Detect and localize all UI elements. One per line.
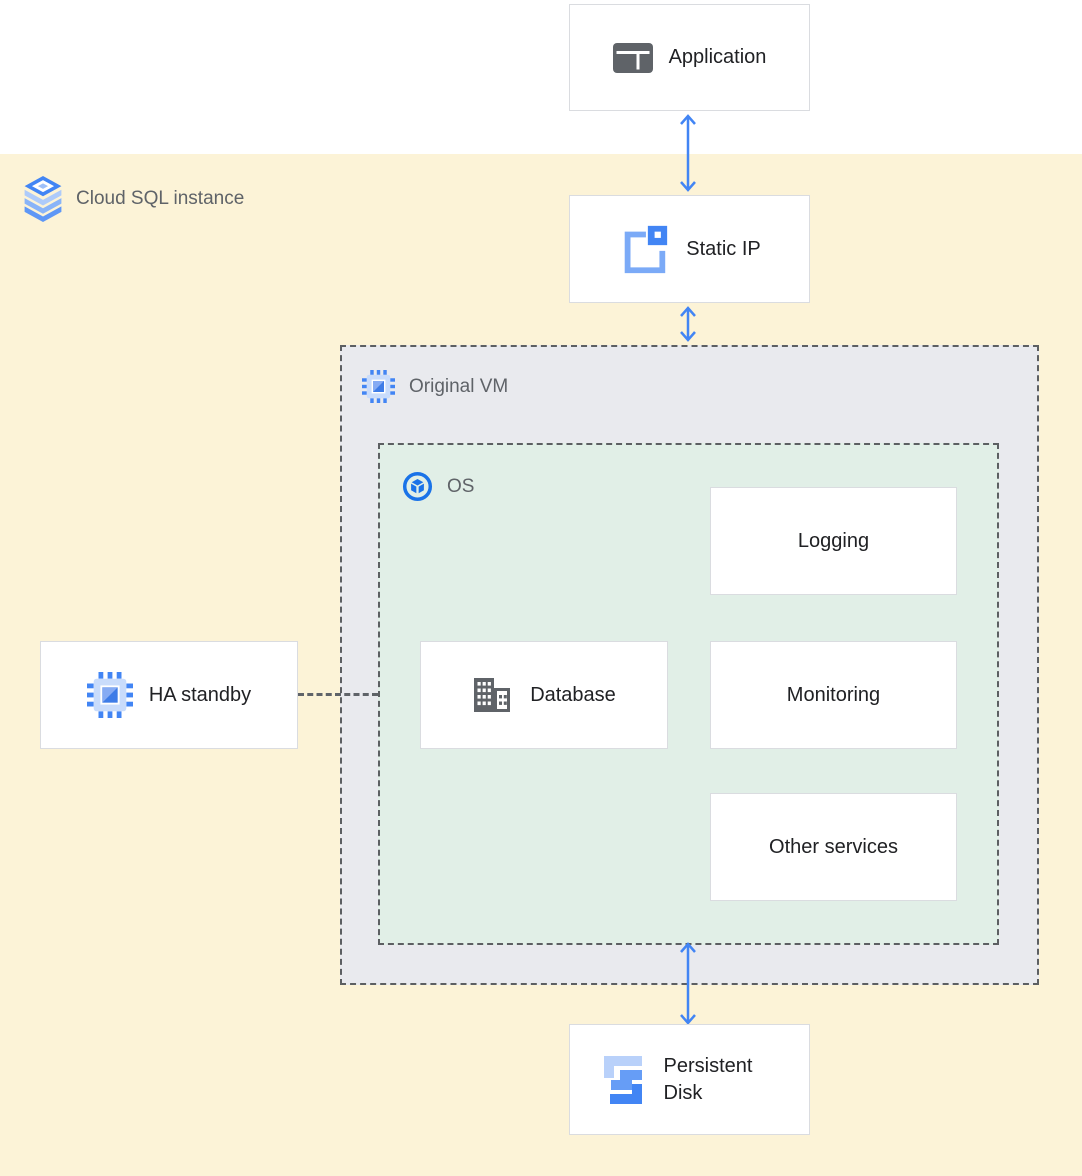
arrow-os-persistent-disk [680, 942, 696, 1025]
application-icon [612, 42, 653, 73]
application-node: Application [569, 4, 810, 111]
other-services-node: Other services [710, 793, 957, 901]
application-label: Application [668, 46, 767, 68]
os-icon [402, 471, 433, 502]
database-node: Database [420, 641, 668, 749]
original-vm-label: Original VM [409, 375, 509, 397]
cloud-sql-instance-label: Cloud SQL instance [76, 188, 245, 209]
original-vm-label-row: Original VM [362, 370, 508, 403]
ha-standby-label: HA standby [148, 683, 252, 706]
os-label-row: OS [402, 471, 474, 502]
database-icon [474, 678, 511, 712]
logging-node: Logging [710, 487, 957, 595]
compute-engine-icon [86, 672, 133, 718]
ha-standby-node: HA standby [40, 641, 298, 749]
persistent-disk-label: Persistent Disk [663, 1054, 753, 1104]
logging-label: Logging [797, 529, 870, 552]
arrow-application-static-ip [680, 114, 696, 192]
persistent-disk-icon [603, 1055, 642, 1104]
persistent-disk-node: Persistent Disk [569, 1024, 810, 1135]
monitoring-label: Monitoring [786, 683, 881, 706]
other-services-label: Other services [769, 835, 898, 858]
compute-engine-icon [362, 370, 395, 403]
cloud-sql-icon [24, 176, 62, 222]
os-label: OS [447, 475, 475, 497]
database-label: Database [530, 683, 616, 706]
connector-ha-standby-vm [298, 693, 378, 696]
static-ip-node: Static IP [569, 195, 810, 303]
static-ip-label: Static IP [686, 237, 761, 260]
cloud-sql-instance-label-row: Cloud SQL instance [24, 176, 244, 222]
static-ip-icon [624, 225, 668, 274]
monitoring-node: Monitoring [710, 641, 957, 749]
arrow-static-ip-vm [680, 306, 696, 342]
